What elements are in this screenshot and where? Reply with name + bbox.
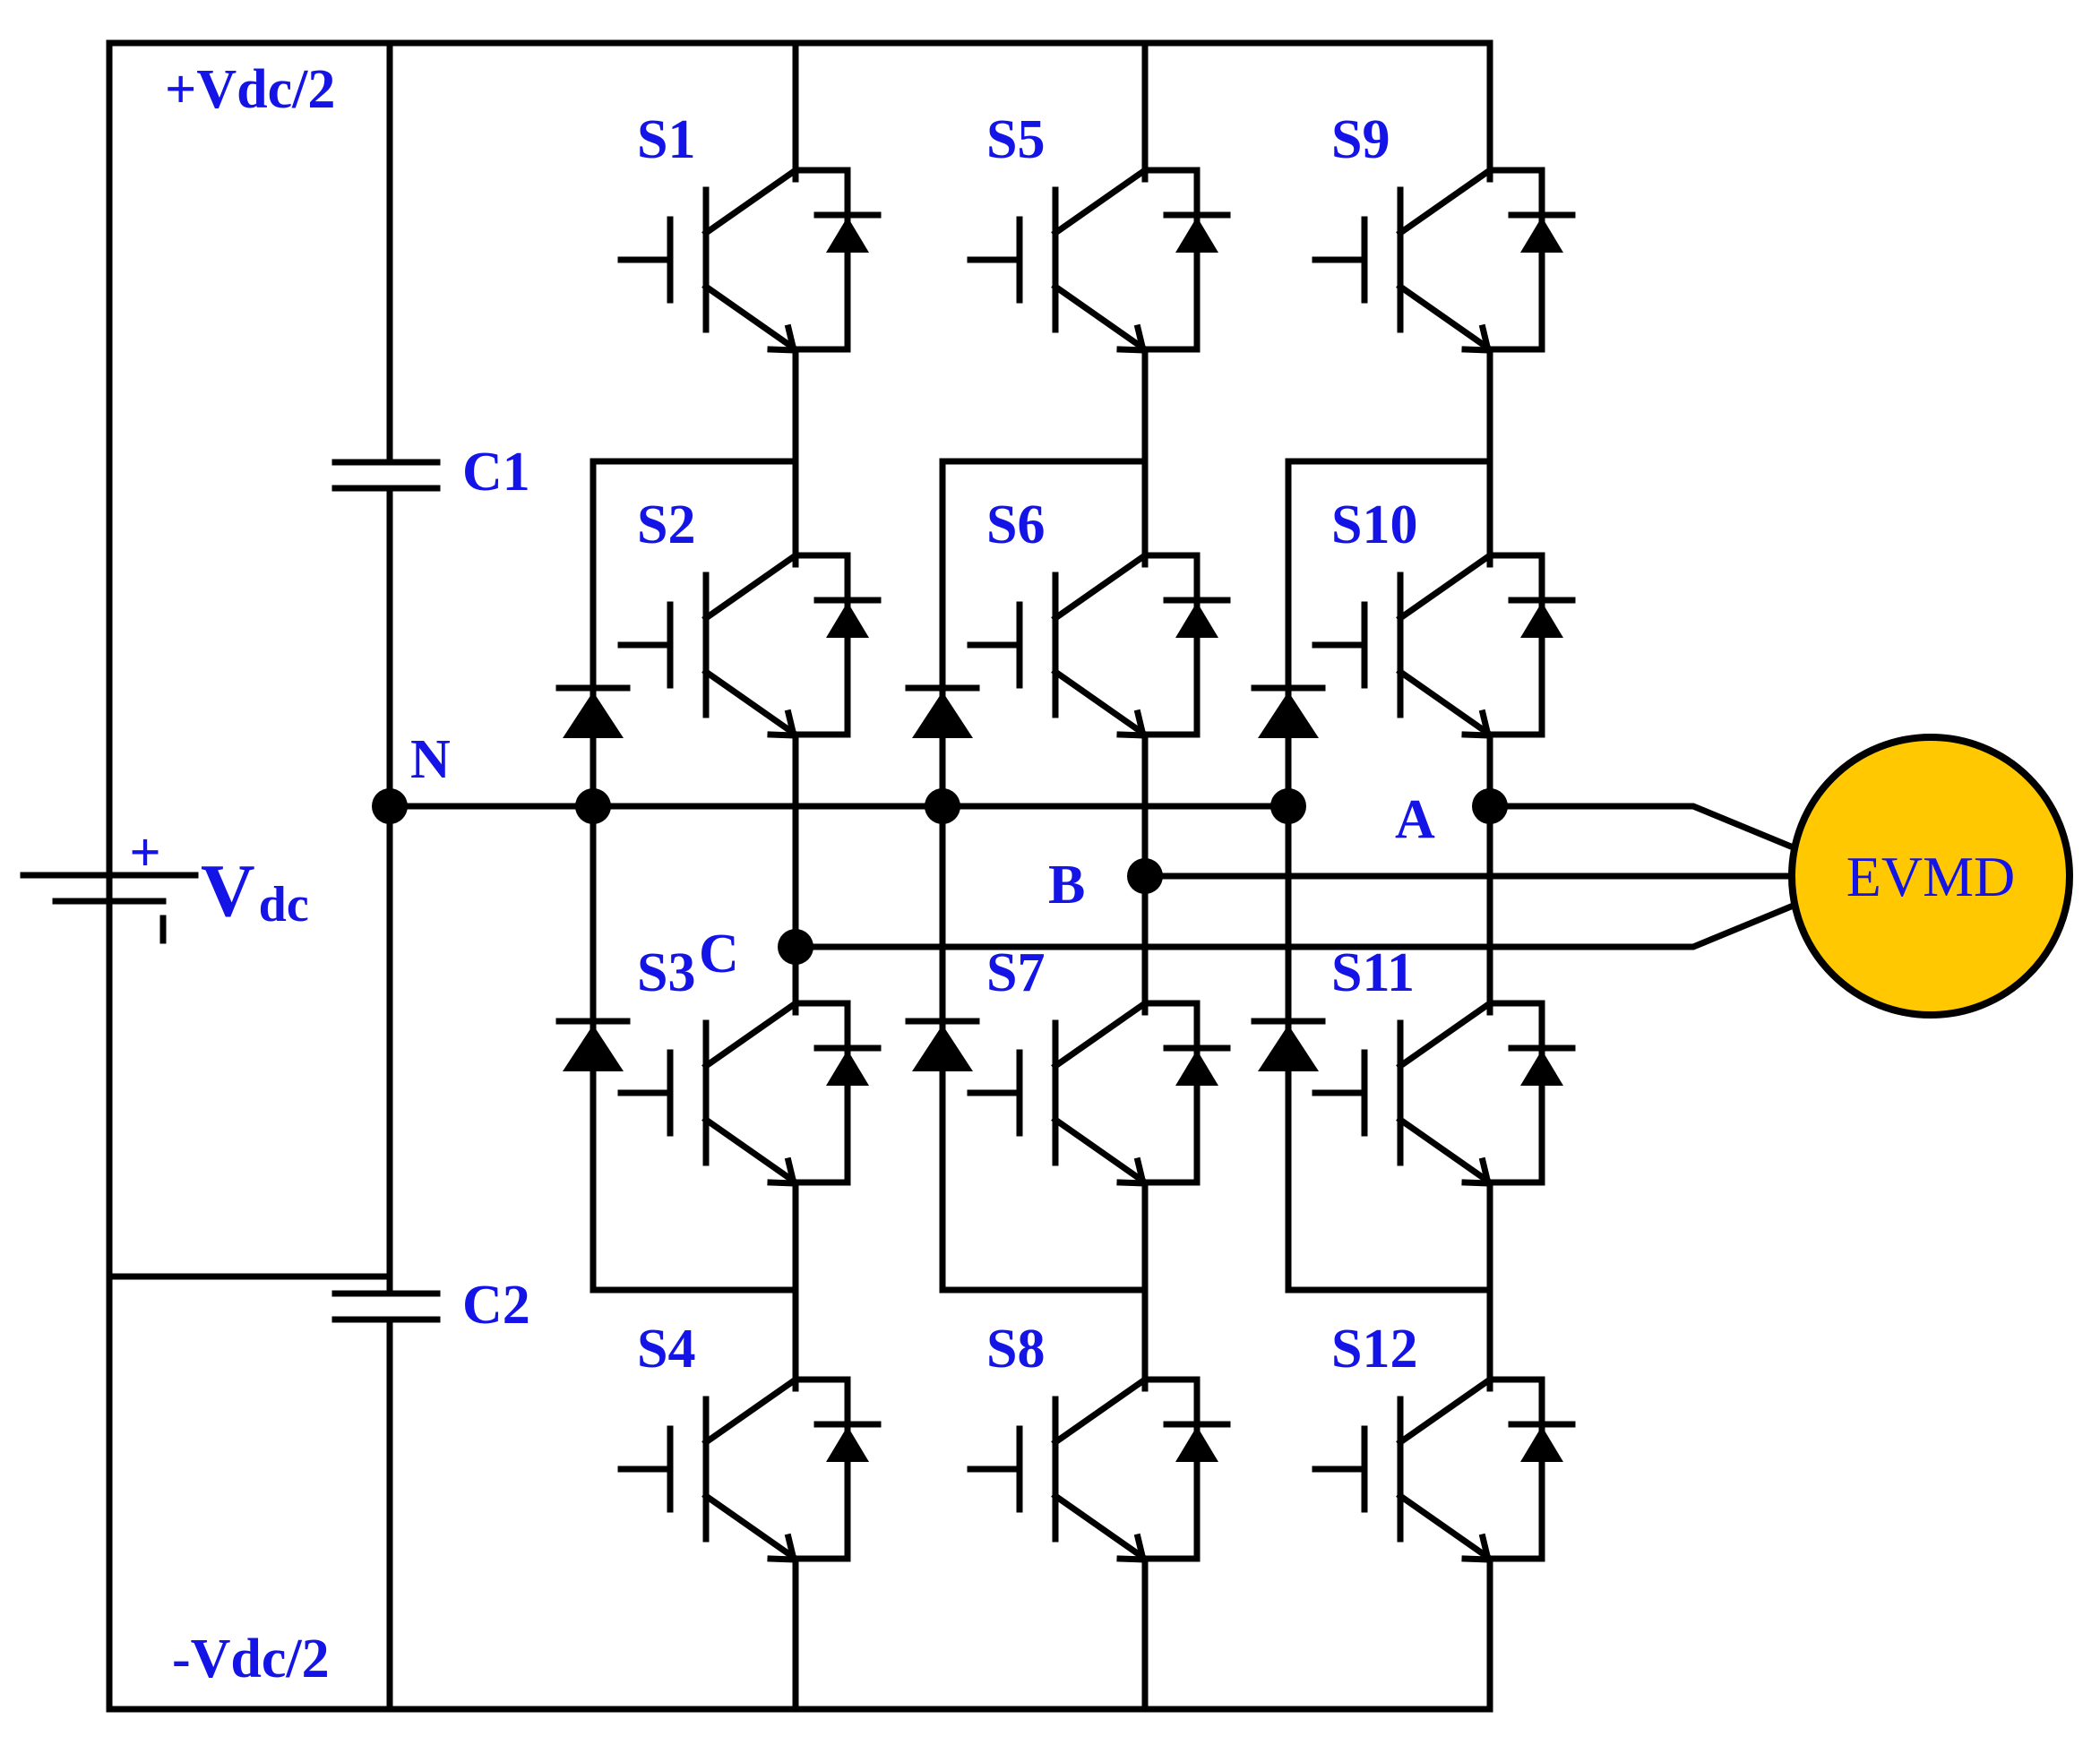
clamp-diode-lower <box>908 1021 977 1071</box>
capacitor-c2: C2 <box>331 1275 530 1336</box>
source-label-main: V <box>201 849 255 933</box>
positive-rail-label: +Vdc/2 <box>165 59 335 120</box>
phase-a-label: A <box>1395 789 1435 850</box>
capacitor-c1-label: C1 <box>462 442 530 503</box>
igbt-switch-s11 <box>1315 994 1572 1191</box>
neutral-line: N <box>372 729 1292 824</box>
igbt-switch-s4 <box>621 1371 878 1568</box>
phase-outputs: A B C <box>699 788 1800 984</box>
clamp-neutral-node <box>925 788 960 824</box>
switch-label-s10: S10 <box>1331 494 1417 555</box>
igbt-switch-s12 <box>1315 1371 1572 1568</box>
igbt-switch-s5 <box>970 161 1227 358</box>
phase-b-node <box>1127 858 1163 894</box>
clamp-diode-upper <box>559 688 627 738</box>
igbt-switch-s9 <box>1315 161 1572 358</box>
igbt-switch-s1 <box>621 161 878 358</box>
switch-label-s7: S7 <box>986 942 1045 1003</box>
phase-c-node <box>778 929 813 965</box>
igbt-switch-s8 <box>970 1371 1227 1568</box>
clamp-diode-lower <box>1254 1021 1322 1071</box>
switch-label-s5: S5 <box>986 109 1045 170</box>
switch-label-s9: S9 <box>1331 109 1390 170</box>
capacitor-c1: C1 <box>331 442 530 503</box>
switch-label-s1: S1 <box>637 109 695 170</box>
neutral-label: N <box>410 729 451 790</box>
clamp-neutral-node <box>575 788 611 824</box>
clamp-diode-upper <box>908 688 977 738</box>
clamp-diode-lower <box>559 1021 627 1071</box>
clamp-neutral-node <box>1270 788 1306 824</box>
dc-rails: +Vdc/2 -Vdc/2 <box>106 39 1493 1713</box>
switch-label-s4: S4 <box>637 1319 695 1380</box>
phase-a-line <box>1486 803 1800 853</box>
igbt-switch-s2 <box>621 546 878 744</box>
phase-b-label: B <box>1048 855 1085 915</box>
motor-label: EVMD <box>1846 845 2015 908</box>
igbt-switch-s3 <box>621 994 878 1191</box>
negative-rail-label: -Vdc/2 <box>172 1629 330 1689</box>
switch-label-s6: S6 <box>986 494 1045 555</box>
clamp-diode-upper <box>1254 688 1322 738</box>
source-label: Vdc <box>201 849 309 933</box>
motor-body <box>1788 734 2073 1019</box>
igbt-switch-s10 <box>1315 546 1572 744</box>
source-plus-sign: + <box>129 822 160 883</box>
phase-c-label: C <box>699 924 739 984</box>
capacitor-bank: C1 C2 <box>331 39 530 1713</box>
switch-label-s2: S2 <box>637 494 695 555</box>
switch-label-s3: S3 <box>637 942 695 1003</box>
capacitor-c2-label: C2 <box>462 1275 530 1336</box>
phase-c-line <box>792 900 1800 950</box>
igbt-switch-s7 <box>970 994 1227 1191</box>
switch-label-s8: S8 <box>986 1319 1045 1380</box>
phase-a-node <box>1472 788 1508 824</box>
switch-label-s11: S11 <box>1331 942 1415 1003</box>
igbt-switch-s6 <box>970 546 1227 744</box>
motor: EVMD <box>1788 734 2073 1019</box>
neutral-node <box>372 788 408 824</box>
switch-label-s12: S12 <box>1331 1319 1417 1380</box>
dc-source: + Vdc <box>0 39 393 1280</box>
source-label-subscript: dc <box>259 877 309 933</box>
